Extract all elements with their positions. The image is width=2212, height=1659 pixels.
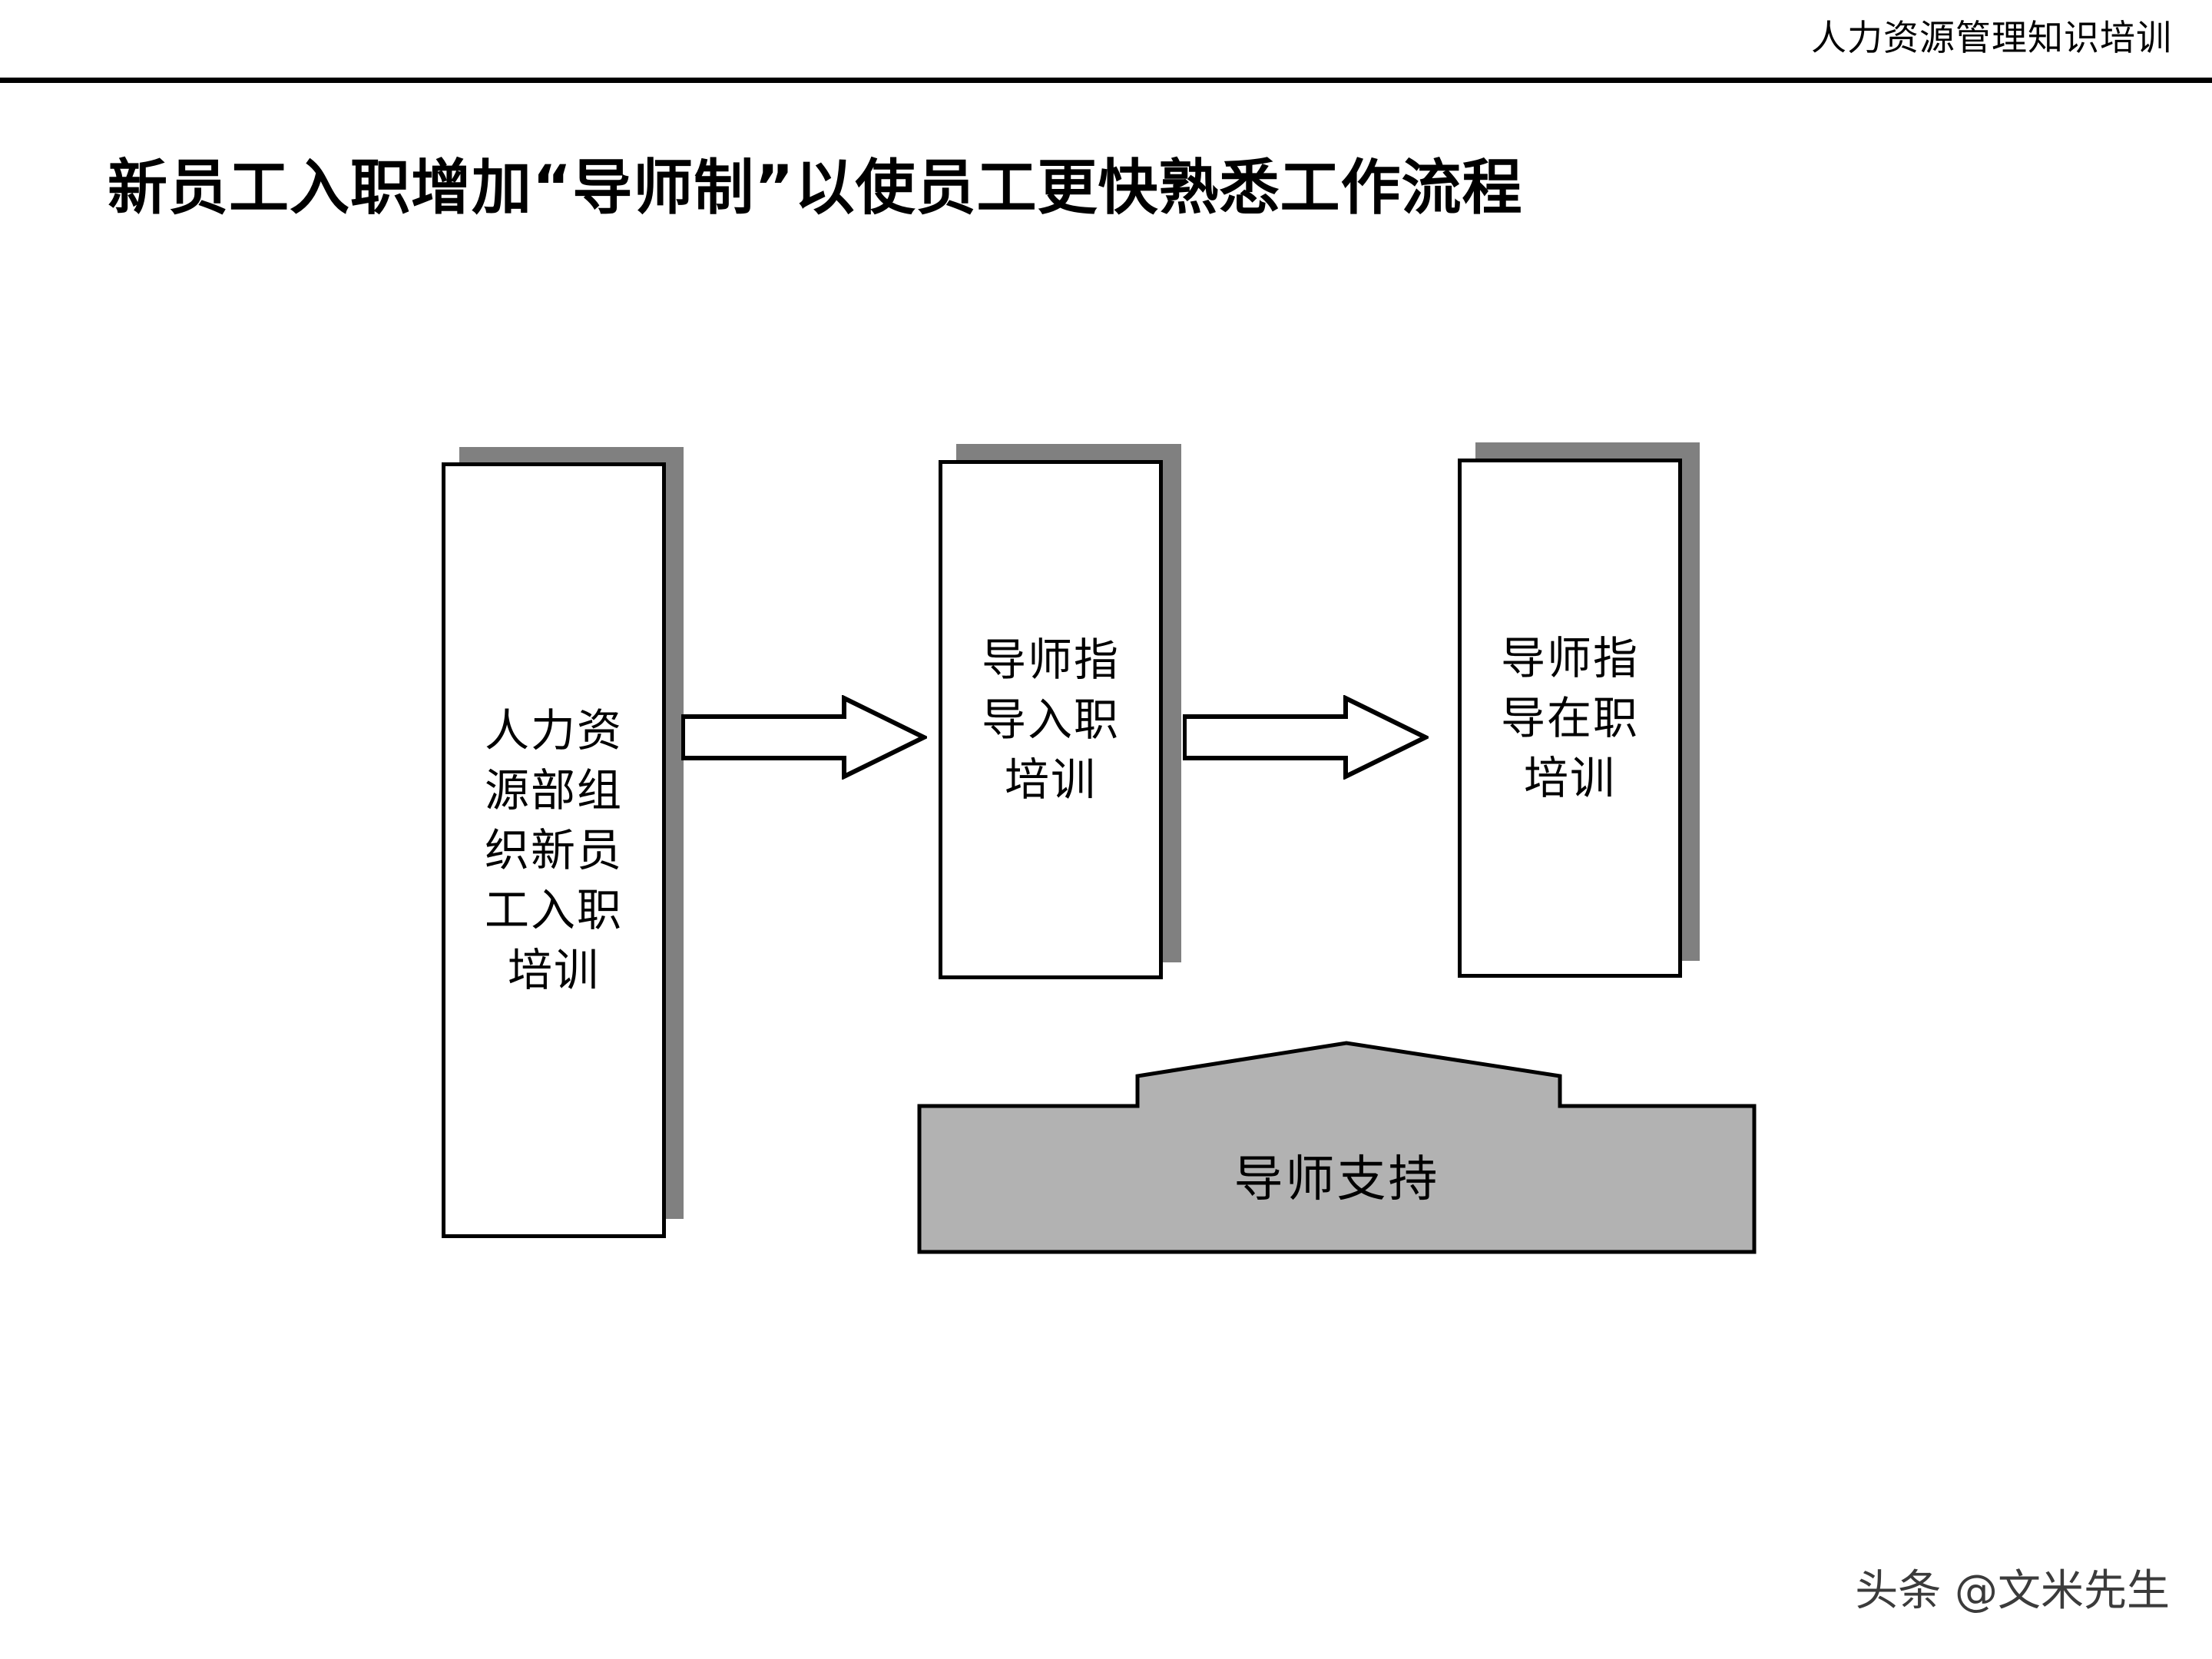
right-arrow-icon — [681, 695, 927, 780]
node-hr-orientation: 人力资 源部组 织新员 工入职 培训 — [442, 447, 687, 1238]
slide-header: 人力资源管理知识培训 — [0, 0, 2212, 83]
page-title: 新员工入职增加“导师制”以使员工更快熟悉工作流程 — [108, 154, 1523, 223]
node-label: 人力资 源部组 织新员 工入职 培训 — [484, 704, 623, 996]
arrow-1 — [681, 695, 927, 780]
header-divider — [0, 78, 2212, 83]
node-box[interactable]: 人力资 源部组 织新员 工入职 培训 — [442, 462, 666, 1238]
node-mentor-onjob: 导师指 导在职 培训 — [1458, 442, 1700, 980]
header-title: 人力资源管理知识培训 — [1811, 17, 2172, 58]
support-callout[interactable]: 导师支持 — [916, 1012, 1757, 1255]
node-label: 导师指 导入职 培训 — [981, 634, 1120, 806]
right-arrow-icon — [1183, 695, 1429, 780]
arrow-2 — [1183, 695, 1429, 780]
node-box[interactable]: 导师指 导入职 培训 — [939, 460, 1163, 979]
node-mentor-onboarding: 导师指 导入职 培训 — [939, 444, 1183, 982]
support-label: 导师支持 — [1233, 1151, 1440, 1208]
up-arrow-block-icon — [917, 1041, 1757, 1254]
watermark: 头条 @文米先生 — [1855, 1566, 2170, 1616]
node-box[interactable]: 导师指 导在职 培训 — [1458, 459, 1682, 978]
node-label: 导师指 导在职 培训 — [1500, 632, 1639, 804]
